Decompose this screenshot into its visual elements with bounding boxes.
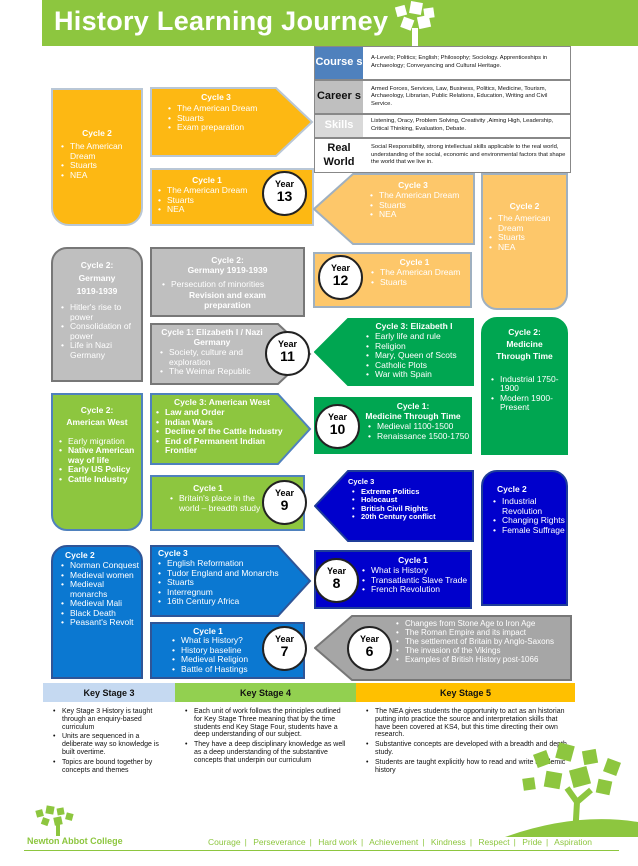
info-row-courses: Course s A-Levels; Politics; English; Ph… — [314, 46, 571, 80]
y12-cycle2-right-box: Cycle 2 The American Dream Stuarts NEA — [481, 173, 568, 310]
footer-divider — [24, 850, 619, 851]
year-12-badge: Year 12 — [318, 255, 363, 300]
year-6-badge: Year 6 — [347, 626, 392, 671]
tree-decoration-icon — [505, 742, 638, 837]
y13-cycle3-content: Cycle 3 The American Dream Stuarts Exam … — [156, 92, 276, 133]
key-stage-4-header: Key Stage 4 — [175, 683, 356, 702]
info-text-skills: Listening, Oracy, Problem Solving, Creat… — [371, 118, 554, 132]
y8-cycle3-content: Cycle 3 English Reformation Tudor Englan… — [154, 548, 294, 607]
info-row-careers: Career s Armed Forces, Services, Law, Bu… — [314, 80, 571, 114]
header-bar — [42, 0, 638, 46]
y8-cycle2-left-box: Cycle 2 Norman Conquest Medieval women M… — [51, 545, 143, 679]
y10-cycle3-content: Cycle 3: American West Law and Order Ind… — [152, 397, 292, 456]
info-row-skills: Skills Listening, Oracy, Problem Solving… — [314, 114, 571, 138]
y10-cycle2-left-box: Cycle 2: American West Early migration N… — [51, 393, 143, 531]
y11-cycle2-box: Cycle 2: Germany 1919-1939 Persecution o… — [150, 247, 305, 317]
year-13-badge: Year 13 — [262, 171, 307, 216]
key-stage-5-header: Key Stage 5 — [356, 683, 575, 702]
year-7-badge: Year 7 — [262, 626, 307, 671]
y9-cycle3-content: Cycle 3 Extreme Politics Holocaust Briti… — [348, 477, 470, 522]
y13-cycle2-left-list: The American Dream Stuarts NEA — [61, 141, 141, 180]
info-row-real-world: Real World Social Responsibility, strong… — [314, 138, 571, 173]
key-stage-3-body: Key Stage 3 History is taught through an… — [43, 702, 175, 788]
info-label-careers: Career s — [315, 81, 363, 113]
y11-cycle3-content: Cycle 3: Elizabeth I Early life and rule… — [356, 321, 472, 380]
info-text-careers: Armed Forces, Services, Law, Business, P… — [371, 85, 548, 107]
y11-cycle2-right-box: Cycle 2: Medicine Through Time Industria… — [481, 317, 568, 455]
key-stage-3-header: Key Stage 3 — [43, 683, 175, 702]
year-9-badge: Year 9 — [262, 480, 307, 525]
year-8-badge: Year 8 — [314, 558, 359, 603]
college-name: Newton Abbot College — [27, 836, 123, 846]
info-label-skills: Skills — [315, 115, 363, 137]
key-stage-5-body: The NEA gives students the opportunity t… — [356, 702, 575, 788]
year-11-badge: Year 11 — [265, 331, 310, 376]
footer-values: Courage| Perseverance| Hard work| Achiev… — [208, 837, 592, 847]
key-stage-4-body: Each unit of work follows the principles… — [175, 702, 356, 788]
y11-cycle1-content: Cycle 1: Elizabeth I / Nazi Germany Soci… — [152, 327, 272, 377]
info-label-real-world: Real World — [315, 139, 363, 172]
year-10-badge: Year 10 — [315, 404, 360, 449]
info-text-courses: A-Levels; Politics; English; Philosophy;… — [371, 55, 548, 69]
page-title: History Learning Journey — [54, 6, 389, 36]
info-text-real-world: Social Responsibility, strong intellectu… — [371, 144, 566, 166]
y13-cycle2-left-box: Cycle 2 The American Dream Stuarts NEA — [51, 88, 143, 226]
tree-logo-icon — [394, 1, 435, 46]
info-label-courses: Course s — [315, 47, 363, 79]
y11-cycle2-left-box: Cycle 2: Germany 1919-1939 Hitler's rise… — [51, 247, 143, 382]
y6-content: Changes from Stone Age to Iron Age The R… — [396, 619, 571, 665]
college-logo-icon — [35, 805, 74, 836]
y12-cycle3-content: Cycle 3 The American Dream Stuarts NEA — [358, 180, 468, 220]
y9-cycle2-right-box: Cycle 2 Industrial Revolution Changing R… — [481, 470, 568, 606]
